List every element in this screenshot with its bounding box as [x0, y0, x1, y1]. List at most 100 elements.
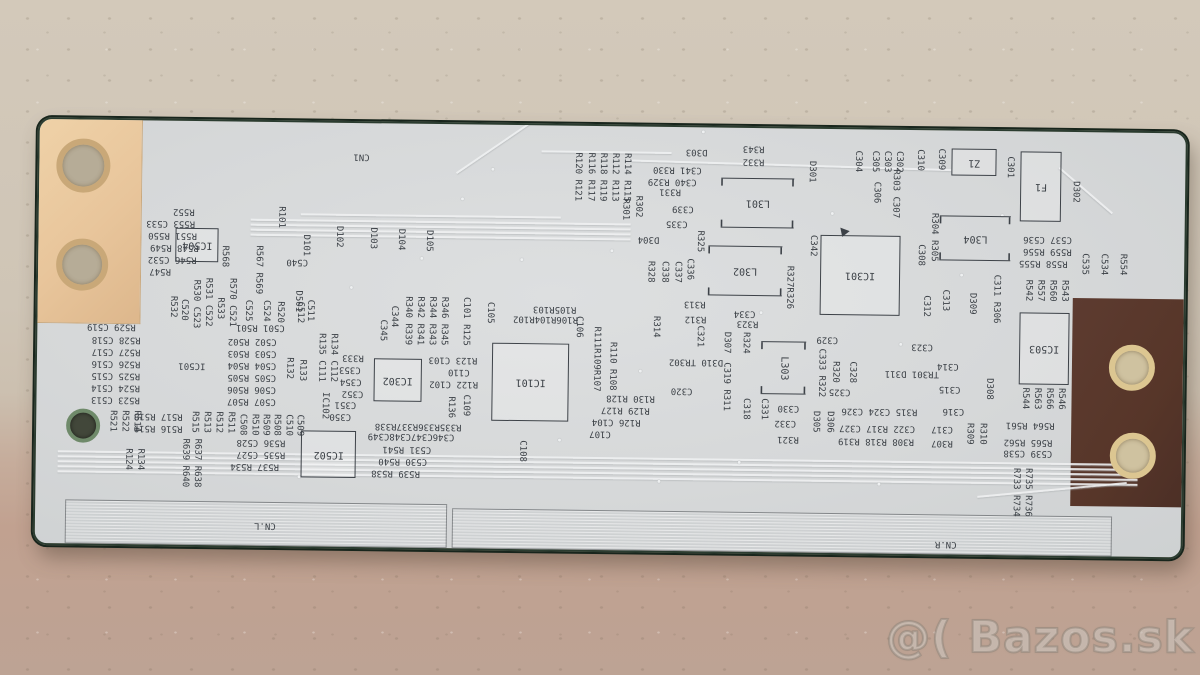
silkscreen-label: R526 C516 — [91, 358, 141, 369]
silkscreen-label: R568 — [219, 245, 230, 268]
silkscreen-label: R530 C523 — [190, 279, 202, 329]
silkscreen-label: C512 — [294, 301, 306, 324]
silkscreen-label: R570 C521 — [226, 278, 238, 327]
silkscreen-label: C333 R322 — [816, 348, 827, 398]
silkscreen-label: C336 — [684, 258, 695, 281]
silkscreen-label: C530 R540 — [378, 455, 428, 467]
via-dot — [960, 273, 964, 277]
silkscreen-label: C305 — [869, 150, 881, 173]
inductor-bracket: L301 — [720, 177, 795, 229]
silkscreen-label: R637 R638 — [191, 438, 203, 488]
silkscreen-label: R532 — [167, 295, 179, 318]
silkscreen-label: R513 — [201, 411, 212, 434]
silkscreen-label: R324 — [740, 332, 751, 354]
silkscreen-label: R566 — [1043, 387, 1055, 410]
silkscreen-label: R525 C515 — [91, 370, 141, 381]
silkscreen-label: R508 — [271, 414, 282, 436]
silkscreen-label: C316 — [942, 405, 965, 417]
ic-label: IC101 — [515, 376, 546, 388]
silkscreen-label: R529 C519 — [86, 321, 136, 332]
silkscreen-label: C501 R501 — [235, 322, 285, 333]
via-dot — [899, 342, 903, 346]
silkscreen-label: R307 — [931, 437, 953, 449]
trace-line — [300, 213, 561, 219]
silkscreen-label: D307 — [721, 331, 732, 354]
silkscreen-label: C337 — [672, 261, 683, 283]
silkscreen-label: C322 R317 C327 — [839, 422, 916, 434]
silkscreen-label: R517 R518 — [133, 410, 183, 422]
silkscreen-label: R132 — [284, 357, 295, 380]
silkscreen-label: C331 — [758, 398, 770, 421]
silkscreen-label: R548 R549 — [149, 241, 199, 253]
silkscreen-label: C109 — [460, 394, 472, 417]
silkscreen-label: C503 R503 — [227, 347, 277, 359]
silkscreen-label: D103 — [367, 227, 379, 250]
silkscreen-label: C524 — [260, 299, 272, 322]
silkscreen-label: R136 — [445, 396, 457, 419]
silkscreen-label: R123 C103 — [428, 354, 478, 366]
silkscreen-label: R554 — [1117, 253, 1128, 276]
silkscreen-label: C509 — [294, 414, 305, 437]
trace-line — [455, 117, 548, 174]
silkscreen-label: C321 — [694, 325, 705, 348]
silkscreen-label: R542 — [1023, 279, 1034, 302]
silkscreen-label: R512 — [213, 411, 224, 434]
silkscreen-label: C330 — [777, 402, 800, 414]
silkscreen-label: R533 — [214, 297, 226, 320]
inductor-bracket: L302 — [707, 245, 783, 297]
silkscreen-label: R314 — [650, 315, 662, 338]
silkscreen-label: R564 R561 — [1005, 419, 1055, 431]
via-dot — [460, 197, 465, 201]
ic-outline: IC301 — [819, 234, 901, 316]
silkscreen-label: R304 R305 — [928, 212, 940, 262]
silkscreen-label: C306 — [871, 181, 882, 204]
silkscreen-label: R133 — [297, 359, 308, 382]
silkscreen-label: R343 — [742, 143, 765, 154]
silkscreen-label: C531 R541 — [382, 443, 432, 455]
silkscreen-label: C345 — [377, 319, 388, 342]
silkscreen-label: C312 — [921, 295, 932, 318]
inductor-label: L304 — [962, 232, 988, 244]
silkscreen-label: R335R336R337R338 — [374, 420, 462, 432]
silkscreen-label: C335 — [665, 218, 688, 229]
via-dot — [420, 256, 424, 260]
silkscreen-label: C309 — [935, 148, 947, 171]
silkscreen-label: C315 — [938, 383, 961, 395]
silkscreen-label: D309 — [967, 292, 978, 315]
ic-outline: IC101 — [491, 342, 570, 422]
ic-outline: IC302 — [373, 358, 422, 402]
silkscreen-label: C525 — [242, 299, 254, 322]
silkscreen-label: D302 — [1070, 181, 1081, 203]
silkscreen-label: C520 — [178, 298, 190, 321]
silkscreen-label: R310 — [977, 422, 988, 445]
silkscreen-label: TR301 D311 — [884, 368, 940, 379]
silkscreen-label: R313 — [683, 298, 706, 309]
silkscreen-label: R124 — [123, 448, 134, 471]
silkscreen-label: CN1 — [353, 151, 370, 162]
silkscreen-label: R331 — [659, 186, 682, 197]
silkscreen-label: C325 — [828, 386, 851, 397]
silkscreen-label: R312 — [684, 313, 707, 324]
silkscreen-label: R547 — [149, 265, 171, 277]
silkscreen-label: C320 — [670, 385, 693, 396]
ic-label: IC502 — [313, 448, 344, 460]
via-dot — [520, 258, 524, 262]
via-dot — [491, 167, 495, 171]
silkscreen-label: CN.L — [253, 520, 276, 531]
ic-outline: Z1 — [951, 148, 997, 177]
silkscreen-label: R308 R318 R319 — [838, 435, 914, 447]
silkscreen-label: C332 — [774, 417, 797, 429]
ic-label: IC301 — [844, 269, 876, 282]
ic-outline: IC502 — [300, 430, 357, 479]
silkscreen-label: C339 — [671, 203, 694, 214]
silkscreen-label: D102 — [333, 225, 345, 248]
silkscreen-label: C540 — [286, 256, 309, 267]
via-dot — [759, 311, 763, 315]
silkscreen-label: R129 R127 — [600, 404, 650, 416]
silkscreen-label: R524 C514 — [91, 382, 141, 393]
silkscreen-label: R544 — [1019, 387, 1031, 410]
silkscreen-label: R315 C324 C326 — [841, 405, 918, 417]
trace-line — [1058, 167, 1113, 214]
silkscreen-label: C334 — [733, 308, 756, 319]
